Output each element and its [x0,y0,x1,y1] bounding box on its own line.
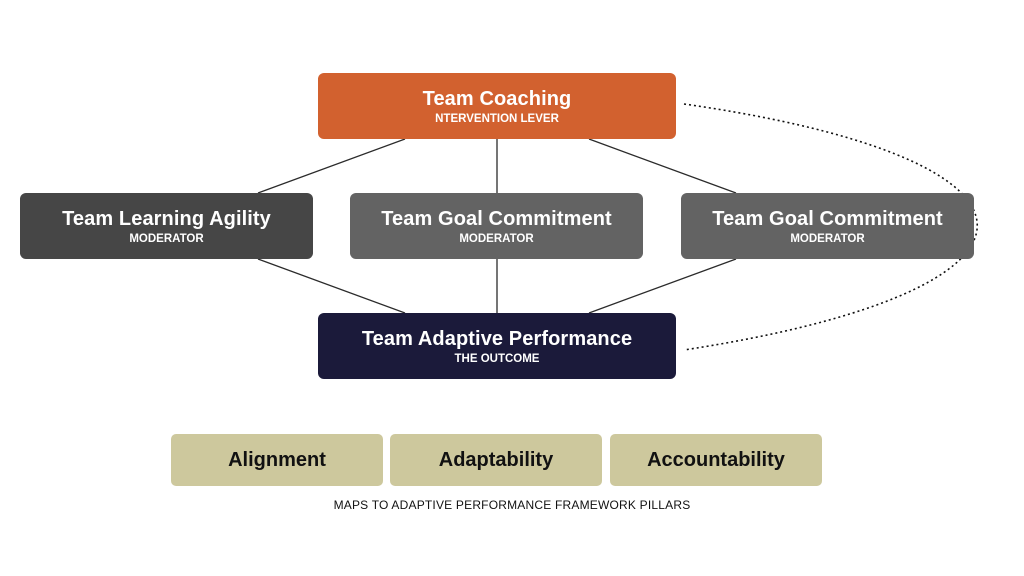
moderator-1-subtitle: MODERATOR [129,232,204,245]
lever-box: Team Coaching NTERVENTION LEVER [318,73,676,139]
lever-subtitle: NTERVENTION LEVER [435,112,559,125]
connector-lever-to-left [257,138,406,194]
pillar-accountability: Accountability [610,434,822,486]
pillar-adaptability: Adaptability [390,434,602,486]
moderator-3-subtitle: MODERATOR [790,232,865,245]
pillars-caption: MAPS TO ADAPTIVE PERFORMANCE FRAMEWORK P… [333,498,691,512]
pillar-alignment: Alignment [171,434,383,486]
moderator-2-subtitle: MODERATOR [459,232,534,245]
connector-left-to-outcome [257,258,406,314]
lever-title: Team Coaching [422,87,572,110]
moderator-box-1: Team Learning Agility MODERATOR [20,193,313,259]
connector-right-to-outcome [588,258,737,314]
outcome-subtitle: THE OUTCOME [454,352,540,365]
moderator-1-title: Team Learning Agility [62,207,271,230]
moderator-box-2: Team Goal Commitment MODERATOR [350,193,643,259]
outcome-box: Team Adaptive Performance THE OUTCOME [318,313,676,379]
moderator-3-title: Team Goal Commitment [712,207,943,230]
connector-lever-to-right [588,138,737,194]
moderator-box-3: Team Goal Commitment MODERATOR [681,193,974,259]
feedback-loop-dotted [683,103,978,351]
outcome-title: Team Adaptive Performance [361,327,633,350]
moderator-2-title: Team Goal Commitment [381,207,612,230]
